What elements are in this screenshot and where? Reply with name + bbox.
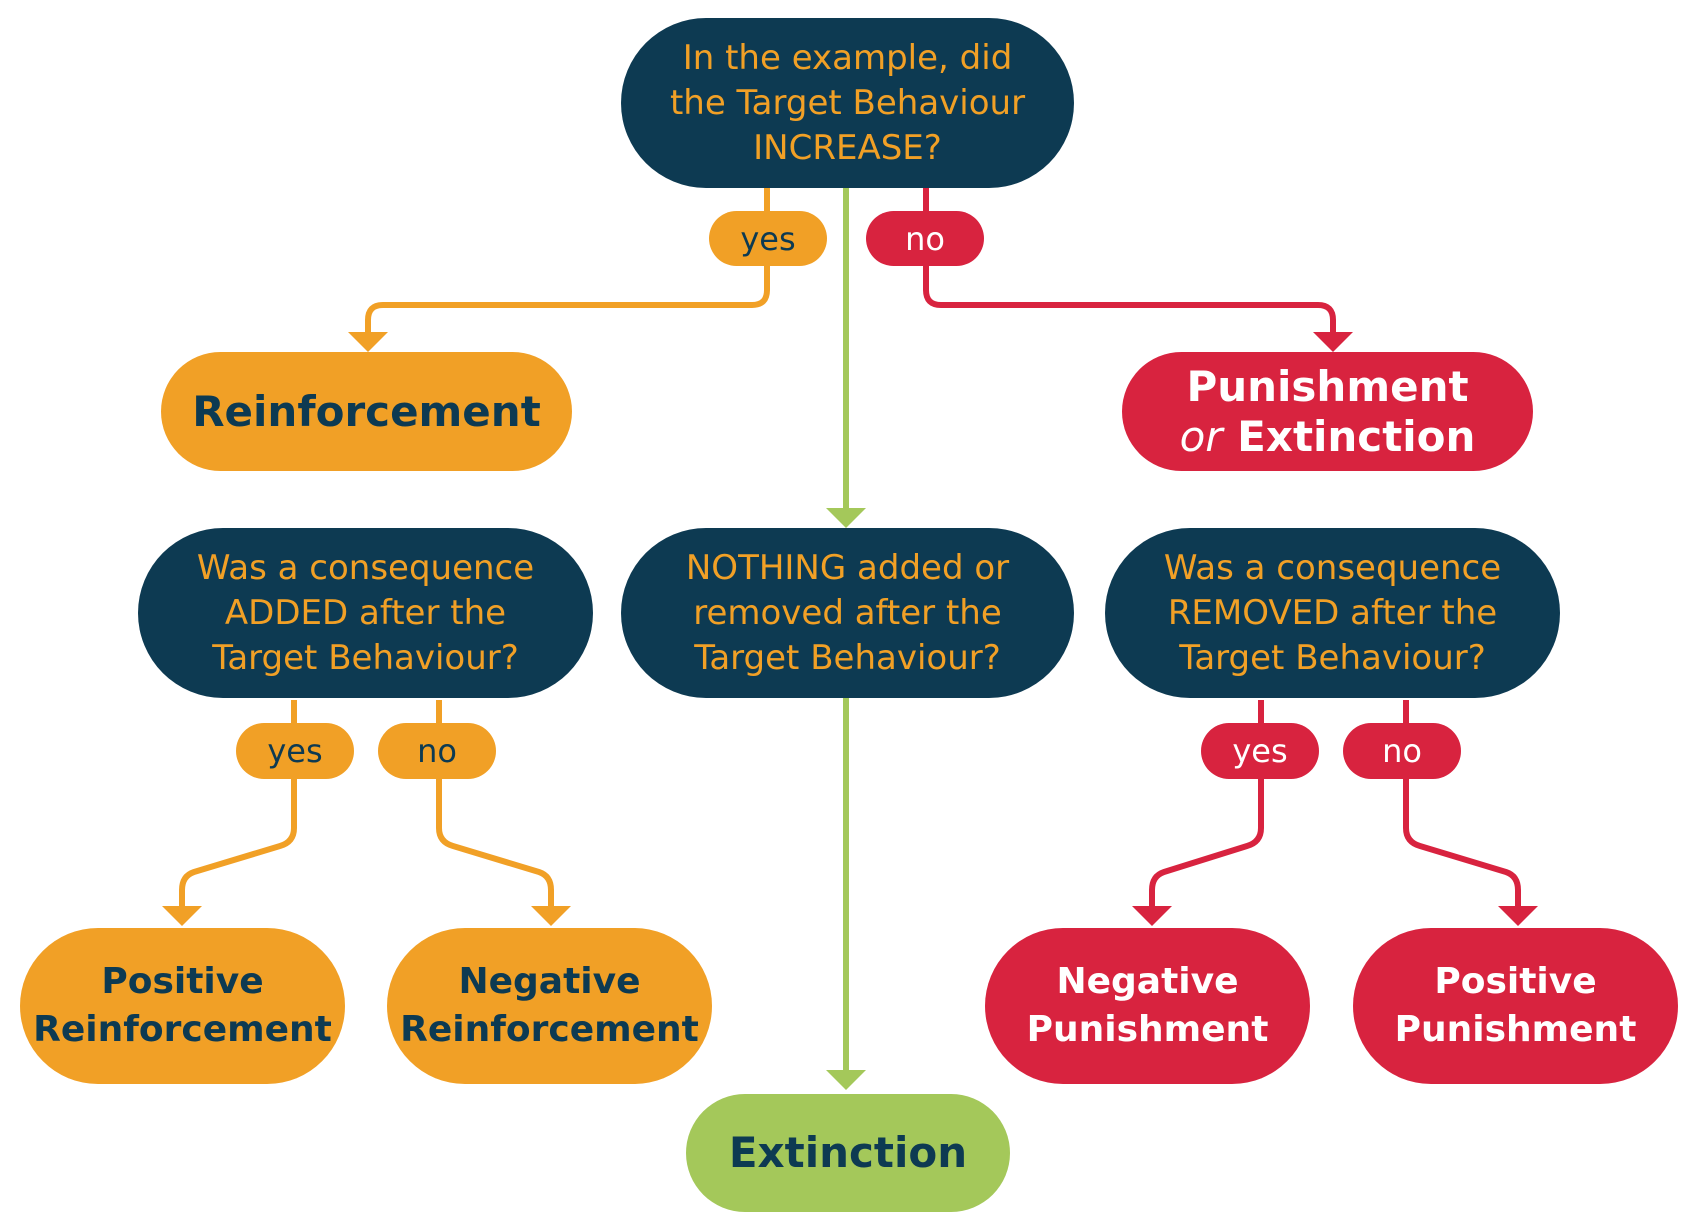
nothing-question-line-3: Target Behaviour?	[694, 637, 1001, 678]
root-question: In the example, did the Target Behaviour…	[621, 18, 1074, 188]
arrowhead-reinforcement	[348, 332, 388, 352]
root-question-line-1: In the example, did	[682, 37, 1013, 78]
root-yes-label: yes	[709, 211, 827, 266]
positive-reinforcement-node: Positive Reinforcement	[20, 928, 345, 1084]
arrowhead-negative-reinforcement	[531, 906, 571, 926]
positive-punishment-line-1: Positive	[1434, 961, 1597, 1002]
extinction-word: Extinction	[1237, 411, 1476, 461]
arrowhead-extinction	[826, 1070, 866, 1090]
negative-punishment-node: Negative Punishment	[985, 928, 1310, 1084]
connector-removed-yes	[1149, 700, 1264, 906]
removed-question-line-1: Was a consequence	[1163, 547, 1502, 588]
added-question: Was a consequence ADDED after the Target…	[138, 528, 593, 698]
reinforcement-node: Reinforcement	[161, 352, 572, 471]
arrowhead-positive-punishment	[1498, 906, 1538, 926]
extinction-node: Extinction	[686, 1094, 1010, 1212]
connector-root-no	[923, 188, 1336, 335]
negative-punishment-line-1: Negative	[1056, 961, 1239, 1002]
added-question-line-2: ADDED after the	[224, 592, 507, 633]
negative-punishment-line-2: Punishment	[1026, 1009, 1269, 1050]
added-no-label: no	[378, 723, 496, 779]
root-question-line-2: the Target Behaviour	[669, 82, 1026, 123]
punishment-label: Punishment	[1186, 361, 1469, 411]
arrowhead-nothing	[826, 508, 866, 528]
root-question-line-3: INCREASE?	[753, 127, 942, 168]
negative-reinforcement-line-1: Negative	[458, 961, 641, 1002]
positive-punishment-line-2: Punishment	[1394, 1009, 1637, 1050]
negative-reinforcement-node: Negative Reinforcement	[387, 928, 712, 1084]
or-label: or	[1179, 411, 1223, 461]
negative-reinforcement-line-2: Reinforcement	[400, 1009, 699, 1050]
connector-added-yes	[179, 700, 297, 906]
arrowhead-negative-punishment	[1132, 906, 1172, 926]
extinction-label: Extinction	[728, 1128, 968, 1177]
positive-reinforcement-line-1: Positive	[101, 961, 264, 1002]
punishment-or-extinction-node: Punishment or Extinction	[1122, 352, 1533, 471]
positive-punishment-node: Positive Punishment	[1353, 928, 1678, 1084]
nothing-question: NOTHING added or removed after the Targe…	[621, 528, 1074, 698]
nothing-question-line-1: NOTHING added or	[685, 547, 1010, 588]
nothing-question-line-2: removed after the	[693, 592, 1002, 633]
added-yes-label: yes	[236, 723, 354, 779]
removed-question-line-2: REMOVED after the	[1167, 592, 1498, 633]
removed-yes-label: yes	[1201, 723, 1319, 779]
added-question-line-1: Was a consequence	[196, 547, 535, 588]
removed-no-label: no	[1343, 723, 1461, 779]
removed-question: Was a consequence REMOVED after the Targ…	[1105, 528, 1560, 698]
connector-root-yes	[365, 188, 770, 335]
connector-added-no	[436, 700, 554, 906]
removed-question-line-3: Target Behaviour?	[1179, 637, 1486, 678]
arrowhead-punishment	[1313, 332, 1353, 352]
arrowhead-positive-reinforcement	[162, 906, 202, 926]
positive-reinforcement-line-2: Reinforcement	[33, 1009, 332, 1050]
or-extinction-label: or Extinction	[1180, 412, 1476, 462]
added-question-line-3: Target Behaviour?	[212, 637, 519, 678]
reinforcement-label: Reinforcement	[192, 386, 541, 436]
root-no-label: no	[866, 211, 984, 266]
connector-removed-no	[1403, 700, 1521, 906]
